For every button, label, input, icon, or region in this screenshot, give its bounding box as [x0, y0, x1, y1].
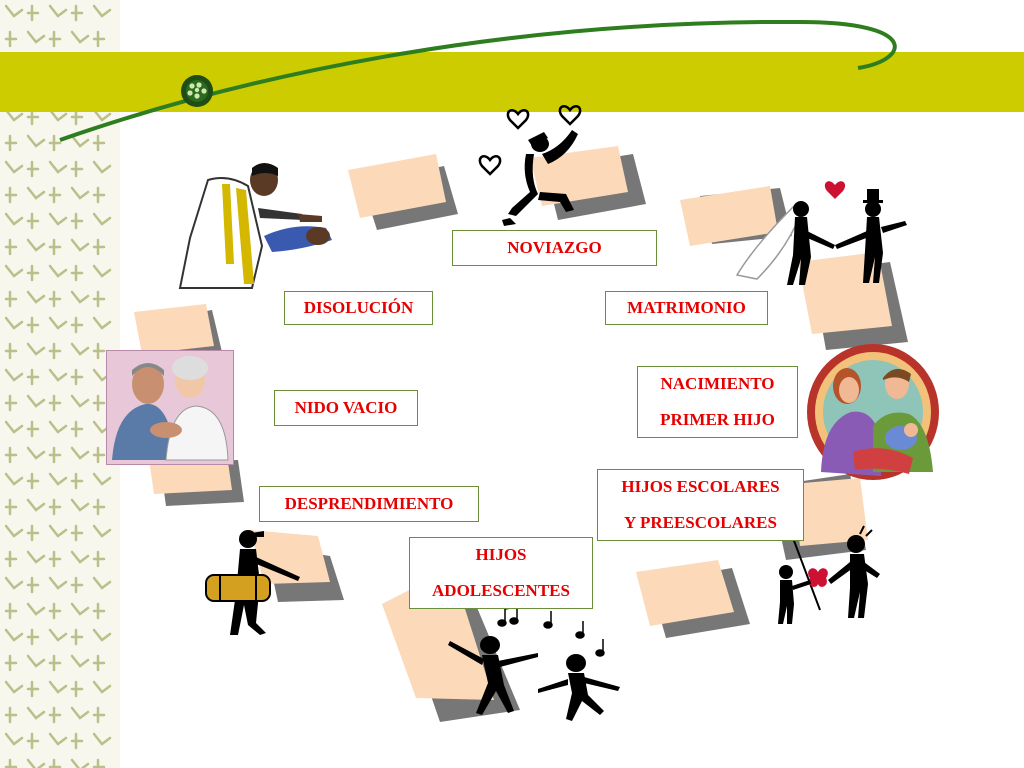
music-notes-icon	[497, 606, 605, 657]
priest-blessing-icon	[178, 163, 332, 289]
dancing-teens-icon	[448, 606, 620, 721]
elderly-couple-icon	[106, 350, 234, 465]
tile-top-right	[680, 186, 792, 246]
tile-top-left	[348, 154, 458, 230]
stage-disolucion: DISOLUCIÓN	[284, 291, 433, 325]
stage-matrimonio: MATRIMONIO	[605, 291, 768, 325]
tile-left-upper	[134, 304, 222, 362]
tile-bottom-left	[250, 530, 344, 602]
hearts-icon	[478, 105, 582, 176]
top-color-band	[0, 52, 1024, 112]
tile-top-center	[530, 146, 646, 220]
stage-desprendimiento: DESPRENDIMIENTO	[259, 486, 479, 522]
family-portrait-icon	[807, 344, 939, 480]
kneeling-suitor-icon	[478, 105, 582, 226]
tile-bottom-right	[636, 560, 750, 638]
kids-with-flower-icon	[778, 525, 880, 624]
traveler-with-bag-icon	[205, 530, 300, 635]
stage-noviazgo: NOVIAZGO	[452, 230, 657, 266]
wedding-couple-icon	[735, 181, 907, 285]
decorative-arc	[59, 19, 897, 142]
stage-nido-vacio: NIDO VACIO	[274, 390, 418, 426]
